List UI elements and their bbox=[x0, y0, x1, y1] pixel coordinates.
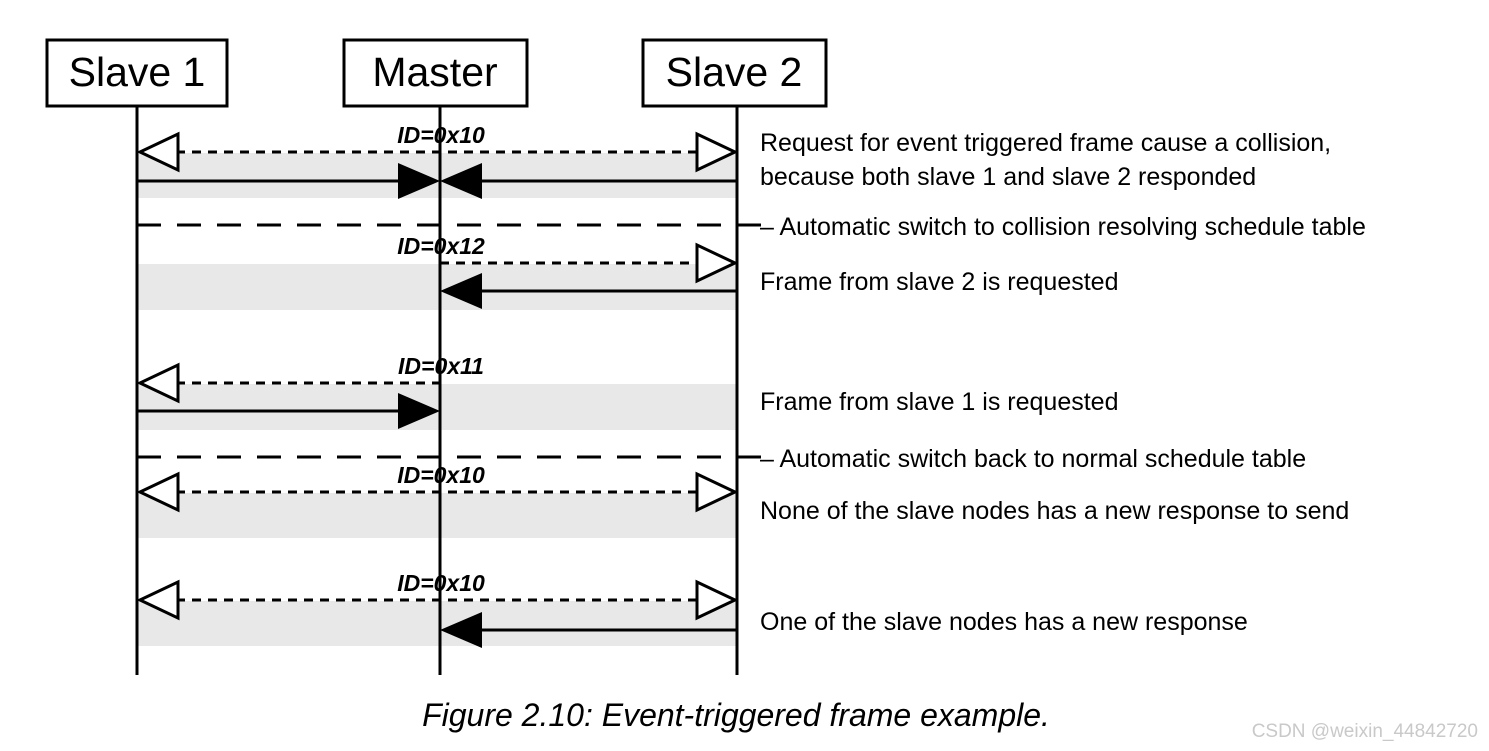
band-row-3 bbox=[137, 384, 737, 430]
note-row-1-line-1: Request for event triggered frame cause … bbox=[760, 129, 1331, 157]
participant-label-master: Master bbox=[372, 49, 497, 95]
arrow-hollow-right-row-2 bbox=[695, 242, 739, 284]
note-row-5: One of the slave nodes has a new respons… bbox=[760, 608, 1248, 636]
arrow-solid-left-row-2 bbox=[440, 273, 482, 309]
message-row-4: ID=0x10 bbox=[136, 462, 739, 513]
id-label-row-3: ID=0x11 bbox=[398, 353, 484, 379]
id-label-row-1: ID=0x10 bbox=[397, 122, 485, 148]
band-row-4 bbox=[137, 493, 737, 538]
figure-caption: Figure 2.10: Event-triggered frame examp… bbox=[422, 697, 1050, 733]
arrow-solid-right-row-3 bbox=[398, 393, 440, 429]
arrow-solid-left-row-5 bbox=[440, 612, 482, 648]
note-separator-2: – Automatic switch back to normal schedu… bbox=[760, 445, 1306, 473]
arrow-hollow-left-row-4 bbox=[136, 471, 180, 513]
lifelines-group bbox=[135, 106, 739, 675]
band-row-5 bbox=[137, 601, 737, 646]
participant-slave2[interactable]: Slave 2 bbox=[641, 38, 828, 108]
arrow-hollow-left-row-1 bbox=[136, 131, 180, 173]
message-row-1: ID=0x10 bbox=[136, 122, 739, 199]
arrow-solid-right-row-1 bbox=[398, 163, 440, 199]
id-label-row-5: ID=0x10 bbox=[397, 570, 485, 596]
note-separator-1: – Automatic switch to collision resolvin… bbox=[760, 213, 1366, 241]
note-row-2: Frame from slave 2 is requested bbox=[760, 268, 1118, 296]
participant-label-slave1: Slave 1 bbox=[69, 49, 206, 95]
id-label-row-2: ID=0x12 bbox=[397, 233, 485, 259]
participant-box-master[interactable] bbox=[342, 38, 529, 108]
band-row-1a bbox=[137, 153, 737, 180]
arrow-hollow-right-row-4 bbox=[695, 471, 739, 513]
message-row-3: ID=0x11 bbox=[136, 353, 484, 429]
band-group bbox=[137, 153, 737, 646]
note-row-4: None of the slave nodes has a new respon… bbox=[760, 497, 1349, 525]
band-row-2 bbox=[137, 264, 737, 310]
arrow-hollow-left-row-5 bbox=[136, 579, 180, 621]
csdn-watermark: CSDN @weixin_44842720 bbox=[1252, 721, 1478, 742]
arrow-hollow-right-row-1 bbox=[695, 131, 739, 173]
id-label-row-4: ID=0x10 bbox=[397, 462, 485, 488]
participant-box-slave2[interactable] bbox=[641, 38, 828, 108]
note-row-1-line-2: because both slave 1 and slave 2 respond… bbox=[760, 163, 1256, 191]
arrow-hollow-left-row-3 bbox=[136, 362, 180, 404]
note-row-3: Frame from slave 1 is requested bbox=[760, 388, 1118, 416]
participant-label-slave2: Slave 2 bbox=[666, 49, 803, 95]
participant-box-slave1[interactable] bbox=[45, 38, 229, 108]
annotations-group: Request for event triggered frame cause … bbox=[760, 129, 1366, 636]
arrow-hollow-right-row-5 bbox=[695, 579, 739, 621]
message-row-2: ID=0x12 bbox=[397, 233, 739, 309]
band-row-1b bbox=[137, 182, 737, 198]
arrow-solid-left-row-1 bbox=[440, 163, 482, 199]
message-row-5: ID=0x10 bbox=[136, 570, 739, 648]
participant-master[interactable]: Master bbox=[342, 38, 529, 108]
participant-slave1[interactable]: Slave 1 bbox=[45, 38, 229, 108]
